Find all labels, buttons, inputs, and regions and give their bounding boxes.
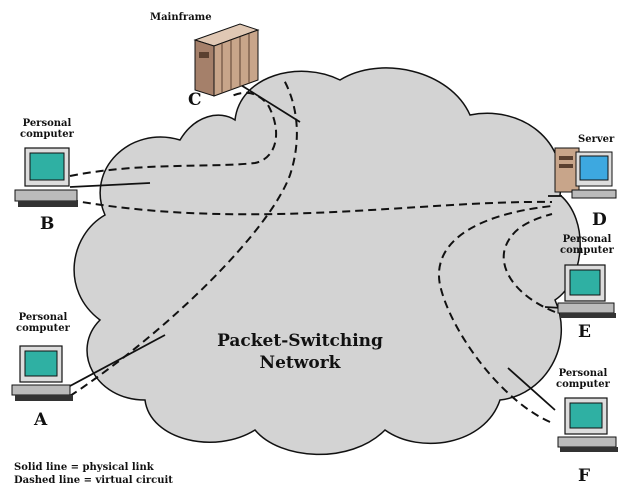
node-E-caption: Personal computer bbox=[560, 234, 614, 256]
node-E-caption-line1: Personal bbox=[562, 234, 612, 245]
server-caption: Server bbox=[578, 134, 615, 145]
packet-switching-cloud bbox=[73, 67, 581, 456]
network-label-line1: Packet-Switching bbox=[217, 331, 383, 351]
virtual-circuits bbox=[69, 79, 556, 423]
node-letter-F: F bbox=[578, 466, 591, 486]
mainframe-icon bbox=[193, 23, 260, 97]
node-letter-D: D bbox=[592, 210, 607, 230]
node-letter-B: B bbox=[40, 214, 55, 234]
physical-link-F bbox=[507, 367, 556, 411]
personal-computer-A-icon bbox=[11, 345, 73, 401]
node-letter-E: E bbox=[578, 322, 591, 342]
server-D-icon bbox=[554, 147, 617, 199]
node-B-caption-line2: computer bbox=[20, 129, 74, 140]
node-B-caption: Personal computer bbox=[20, 118, 74, 140]
node-F-caption-line1: Personal bbox=[558, 368, 608, 379]
personal-computer-E-icon bbox=[557, 264, 616, 318]
node-F-caption: Personal computer bbox=[556, 368, 610, 390]
node-F-caption-line2: computer bbox=[556, 379, 610, 390]
legend: Solid line = physical link Dashed line =… bbox=[14, 461, 173, 487]
virtual-circuit-A-C bbox=[69, 79, 298, 397]
mainframe-caption: Mainframe bbox=[150, 12, 212, 23]
virtual-circuit-E-D bbox=[502, 213, 556, 313]
physical-link-A bbox=[69, 334, 166, 387]
legend-dashed: Dashed line = virtual circuit bbox=[14, 475, 173, 486]
personal-computer-B-icon bbox=[14, 147, 78, 207]
personal-computer-F-icon bbox=[557, 397, 618, 452]
node-B-caption-line1: Personal bbox=[22, 118, 72, 129]
node-letter-A: A bbox=[34, 410, 48, 430]
physical-links bbox=[69, 81, 563, 411]
node-letter-C: C bbox=[188, 90, 202, 110]
node-A-caption-line2: computer bbox=[16, 323, 70, 334]
legend-solid: Solid line = physical link bbox=[14, 462, 154, 473]
network-label: Packet-Switching Network bbox=[210, 330, 390, 374]
node-A-caption-line1: Personal bbox=[18, 312, 68, 323]
network-label-line2: Network bbox=[259, 353, 341, 373]
node-A-caption: Personal computer bbox=[16, 312, 70, 334]
virtual-circuit-F-D bbox=[437, 205, 553, 423]
node-E-caption-line2: computer bbox=[560, 245, 614, 256]
physical-link-C bbox=[235, 81, 301, 123]
virtual-circuit-B-C bbox=[69, 91, 277, 177]
physical-link-B bbox=[69, 182, 151, 188]
